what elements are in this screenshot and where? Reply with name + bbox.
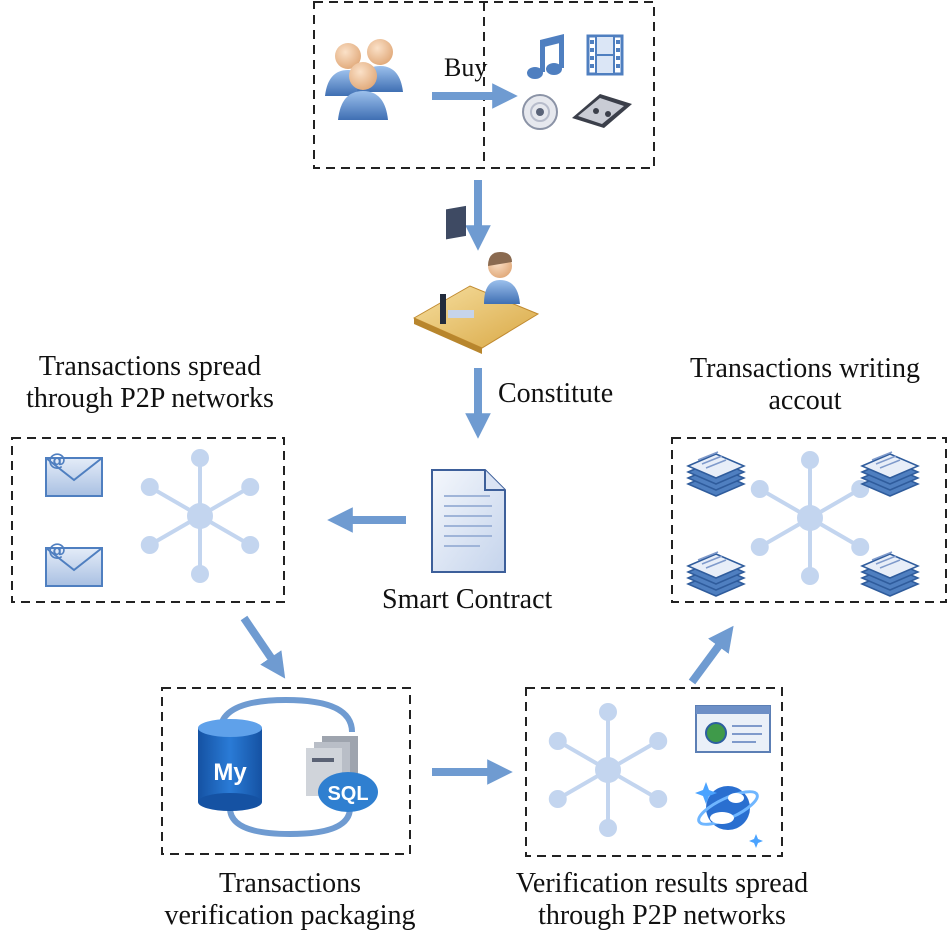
arrow-to-packaging-box (240, 615, 286, 679)
svg-text:@: @ (48, 540, 66, 561)
tape-icon (572, 94, 632, 128)
purchase-box (313, 1, 655, 169)
spread-label: Transactions spread through P2P networks (0, 351, 300, 415)
sql-server-icon: SQL (306, 736, 378, 812)
users-icon (325, 39, 403, 120)
network-hub-icon (548, 703, 668, 837)
writing-label-line2: accout (768, 385, 842, 416)
writing-label: Transactions writing accout (660, 353, 950, 417)
document-stack-icon (686, 551, 746, 597)
mysql-icon: My (198, 719, 262, 811)
document-stack-icon (860, 551, 920, 597)
operator-at-desk-icon (412, 205, 540, 354)
cosmos-db-icon (695, 782, 763, 848)
verification-label-line1: Verification results spread (515, 868, 809, 899)
spread-label-line2: through P2P networks (26, 383, 274, 414)
constitute-label: Constitute (498, 378, 614, 409)
smart-contract-label: Smart Contract (382, 584, 553, 615)
verification-box (525, 687, 783, 857)
email-icon: @ (45, 450, 103, 497)
document-icon (431, 469, 506, 573)
arrow-to-writing-box (688, 625, 734, 685)
document-stack-icon (860, 451, 920, 497)
disc-icon (522, 94, 558, 130)
network-hub-icon (140, 449, 260, 583)
network-hub-icon (750, 451, 870, 585)
verification-label-line2: through P2P networks (538, 900, 786, 931)
packaging-label-line2: verification packaging (164, 900, 416, 931)
replication-loop (217, 696, 355, 838)
svg-text:SQL: SQL (327, 783, 368, 805)
packaging-box (161, 687, 411, 855)
email-icon: @ (45, 540, 103, 587)
verification-label: Verification results spread through P2P … (462, 868, 862, 932)
spread-box (11, 437, 285, 603)
music-note-icon (527, 34, 564, 79)
browser-window-icon (695, 705, 771, 753)
document-stack-icon (686, 451, 746, 497)
packaging-label: Transactions verification packaging (132, 868, 448, 932)
svg-text:@: @ (48, 450, 66, 471)
writing-box (671, 437, 947, 603)
buy-label: Buy (444, 53, 488, 82)
spread-label-line1: Transactions spread (38, 351, 262, 382)
film-icon (586, 34, 624, 76)
svg-text:My: My (213, 759, 247, 786)
packaging-label-line1: Transactions (218, 868, 362, 899)
writing-label-line1: Transactions writing (690, 353, 920, 384)
